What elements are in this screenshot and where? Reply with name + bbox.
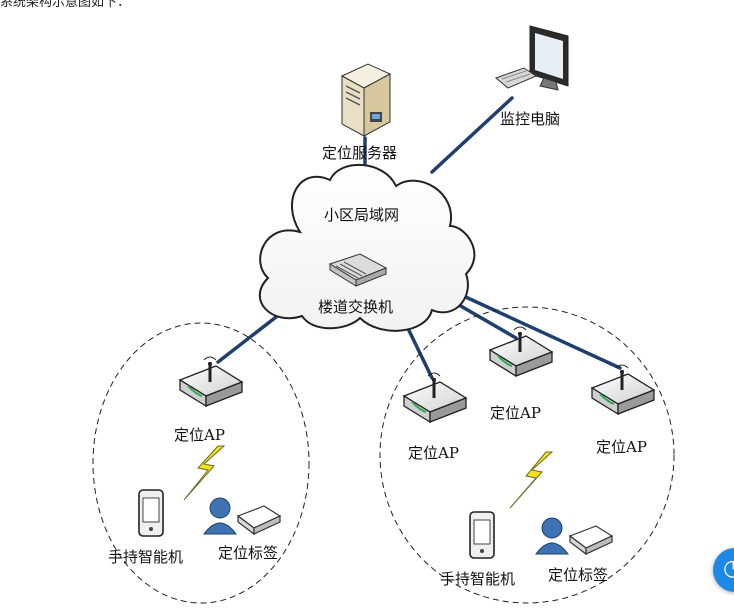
server-label: 定位服务器 — [322, 144, 397, 162]
left-zone-ellipse — [92, 322, 310, 604]
lan-cloud — [258, 164, 476, 332]
tag-left-label: 定位标签 — [218, 544, 278, 562]
access-point-icon-right-2 — [488, 326, 554, 378]
ap-right-3-label: 定位AP — [596, 438, 647, 456]
smartphone-icon-left — [138, 489, 164, 537]
ap-left-label: 定位AP — [174, 426, 225, 444]
ap-right-2-label: 定位AP — [490, 404, 541, 422]
top-caption-text: 系统架构示意图如下： — [0, 0, 131, 10]
wireless-signal-lightning-icon-right — [509, 451, 554, 509]
switch-label: 楼道交换机 — [318, 298, 393, 316]
computer-monitor-icon — [495, 25, 569, 91]
switch-icon — [328, 253, 388, 287]
cloud-icon — [258, 164, 476, 332]
server-icon — [340, 63, 392, 137]
right-zone-ellipse — [379, 306, 675, 604]
tag-right-label: 定位标签 — [548, 566, 608, 584]
feedback-icon: ◔ — [723, 556, 734, 581]
wireless-signal-lightning-icon-left — [183, 445, 226, 501]
handheld-left-label: 手持智能机 — [108, 548, 183, 566]
person-tag-icon-left — [203, 497, 282, 536]
access-point-icon-right-3 — [590, 364, 656, 416]
lan-label: 小区局域网 — [324, 206, 399, 224]
link-lan-ap-right-3 — [444, 286, 622, 370]
access-point-icon-right-1 — [402, 372, 468, 424]
access-point-icon-left — [178, 356, 244, 408]
ap-right-1-label: 定位AP — [408, 444, 459, 462]
person-tag-icon-right — [535, 517, 614, 556]
smartphone-icon-right — [469, 511, 495, 559]
link-monitor-lan — [430, 96, 514, 174]
monitor-pc-label: 监控电脑 — [500, 110, 560, 128]
handheld-right-label: 手持智能机 — [440, 570, 515, 588]
floating-feedback-button[interactable]: ◔ — [713, 548, 734, 592]
